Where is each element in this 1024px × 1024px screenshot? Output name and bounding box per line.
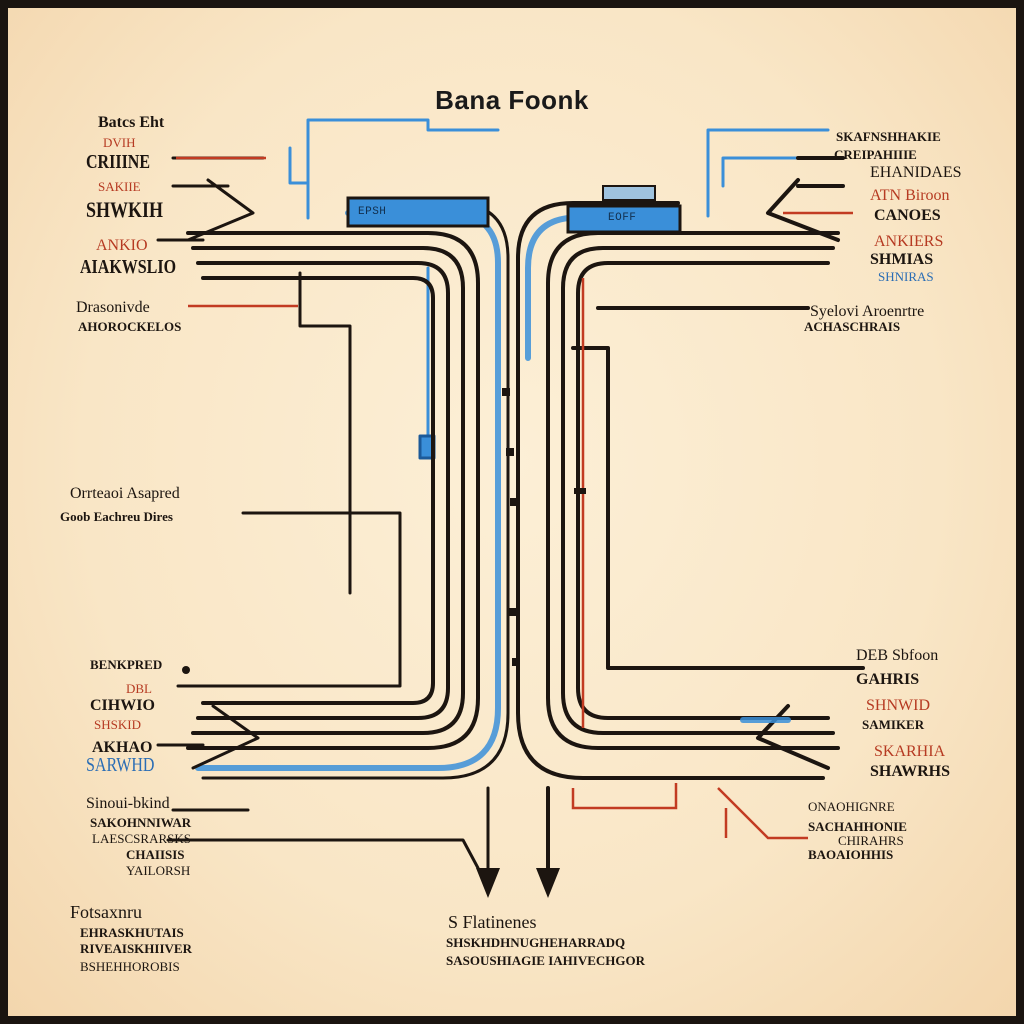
label-tl7: AIAKWSLIO bbox=[80, 256, 177, 278]
label-fc1: S Flatinenes bbox=[448, 912, 537, 932]
label-tl6: ANKIO bbox=[96, 237, 148, 254]
label-bl6: SARWHD bbox=[86, 754, 155, 776]
label-tl2: DVIH bbox=[103, 135, 136, 150]
label-bl8: SAKOHNNIWAR bbox=[90, 815, 192, 830]
blue-wire-small-left bbox=[288, 146, 308, 185]
label-tr2: CREIPAHIIIE bbox=[834, 147, 917, 162]
left-hook-1 bbox=[298, 271, 352, 595]
left-bundle-outer bbox=[186, 231, 480, 750]
red-wire-right-3 bbox=[717, 787, 808, 840]
label-br7: ONAOHIGNRE bbox=[808, 799, 895, 814]
right-ground-arrow bbox=[536, 868, 560, 898]
label-fc3: SASOUSHIAGIE IAHIVECHGOR bbox=[446, 953, 646, 968]
diagram-title: Bana Foonk bbox=[435, 85, 589, 116]
label-fc2: SHSKHDHNUGHEHARRADQ bbox=[446, 935, 626, 950]
label-tr8: SHNIRAS bbox=[878, 269, 934, 284]
right-bundle-outer bbox=[546, 231, 840, 750]
label-br1: DEB Sbfoon bbox=[856, 647, 939, 664]
label-tl1: Batcs Eht bbox=[98, 114, 165, 131]
right-bundle-mid2 bbox=[576, 261, 830, 720]
left-box-tag: EPSH bbox=[358, 206, 387, 218]
red-wire-right-2 bbox=[571, 783, 678, 810]
label-br2: GAHRIS bbox=[856, 671, 920, 688]
right-connector-arrow-top bbox=[766, 178, 840, 242]
label-fl2: EHRASKHUTAIS bbox=[80, 925, 184, 940]
right-connector-arrow-bottom bbox=[756, 704, 830, 770]
left-spur-bot-2 bbox=[166, 838, 480, 870]
label-tr3: EHANIDAES bbox=[870, 164, 962, 181]
right-box bbox=[566, 204, 682, 234]
label-tr7: SHMIAS bbox=[870, 251, 934, 268]
label-br3: SHNWID bbox=[866, 697, 930, 714]
right-hook-1 bbox=[571, 346, 865, 670]
right-box-cap bbox=[602, 185, 656, 201]
left-bundle-mid1 bbox=[191, 246, 465, 735]
label-br10: BAOAIOHHIS bbox=[808, 847, 894, 862]
left-connector-arrow-top bbox=[186, 178, 255, 242]
right-bundle-edge bbox=[516, 201, 825, 780]
label-bl3: CIHWIO bbox=[90, 697, 155, 714]
label-l-mid2b: Goob Eachreu Dires bbox=[60, 509, 173, 524]
label-bl10: CHAIISIS bbox=[126, 847, 185, 862]
label-bl4: SHSKID bbox=[94, 717, 141, 732]
label-bl1: BENKPRED bbox=[90, 657, 163, 672]
right-box-tag: EOFF bbox=[608, 212, 637, 224]
label-bl2: DBL bbox=[126, 681, 152, 696]
label-br4: SAMIKER bbox=[862, 717, 925, 732]
label-tr5: CANOES bbox=[874, 207, 941, 224]
diagram-canvas: Bana Foonk EPSH EOFF Batcs Eht DVIH CRII… bbox=[8, 8, 1016, 1016]
label-fl4: BSHEHHOROBIS bbox=[80, 959, 180, 974]
blue-wire-top-right-2 bbox=[721, 156, 842, 188]
left-bundle-mid2 bbox=[196, 261, 450, 720]
wiring-diagram bbox=[156, 118, 865, 898]
left-dot bbox=[182, 666, 190, 674]
label-fl1: Fotsaxnru bbox=[70, 902, 142, 922]
label-br5: SKARHIA bbox=[874, 743, 946, 760]
left-ground-arrow bbox=[476, 868, 500, 898]
label-l-mid1b: AHOROCKELOS bbox=[78, 319, 182, 334]
spine-node-2 bbox=[506, 448, 514, 456]
label-tr4: ATN Biroon bbox=[870, 187, 950, 204]
label-br9: CHIRAHRS bbox=[838, 833, 904, 848]
left-box bbox=[346, 196, 490, 228]
label-r-mid1b: ACHASCHRAIS bbox=[804, 319, 901, 334]
label-l-mid2a: Orrteaoi Asapred bbox=[70, 485, 180, 502]
label-r-mid1a: Syelovi Aroenrtre bbox=[810, 303, 925, 320]
label-bl7: Sinoui-bkind bbox=[86, 795, 170, 812]
label-br6: SHAWRHS bbox=[870, 763, 951, 780]
label-br8: SACHAHHONIE bbox=[808, 819, 907, 834]
blue-wire-top-left bbox=[306, 118, 500, 220]
label-fl3: RIVEAISKHIIVER bbox=[80, 941, 192, 956]
spine-node-4 bbox=[508, 608, 516, 616]
spine-node-1 bbox=[502, 388, 510, 396]
spine-node-5 bbox=[512, 658, 520, 666]
left-hook-2 bbox=[176, 511, 402, 688]
label-bl9: LAESCSRARSKS bbox=[92, 831, 191, 846]
right-plug bbox=[574, 488, 586, 494]
label-bl5: AKHAO bbox=[92, 739, 153, 756]
spine-node-3 bbox=[510, 498, 518, 506]
right-bundle-mid1 bbox=[561, 246, 835, 735]
label-tl5: SHWKIH bbox=[86, 196, 164, 222]
right-bundle-blue bbox=[525, 215, 571, 361]
left-connector-arrow-bottom bbox=[191, 704, 260, 770]
label-tr6: ANKIERS bbox=[874, 233, 944, 250]
label-bl11: YAILORSH bbox=[126, 863, 191, 878]
label-tl3: CRIIINE bbox=[86, 151, 151, 173]
label-l-mid1a: Drasonivde bbox=[76, 299, 150, 316]
label-tr1: SKAFNSHHAKIE bbox=[836, 129, 941, 144]
left-bundle-inner bbox=[201, 276, 435, 705]
blue-wire-top-right bbox=[706, 128, 830, 218]
label-tl4: SAKIIE bbox=[98, 179, 141, 194]
